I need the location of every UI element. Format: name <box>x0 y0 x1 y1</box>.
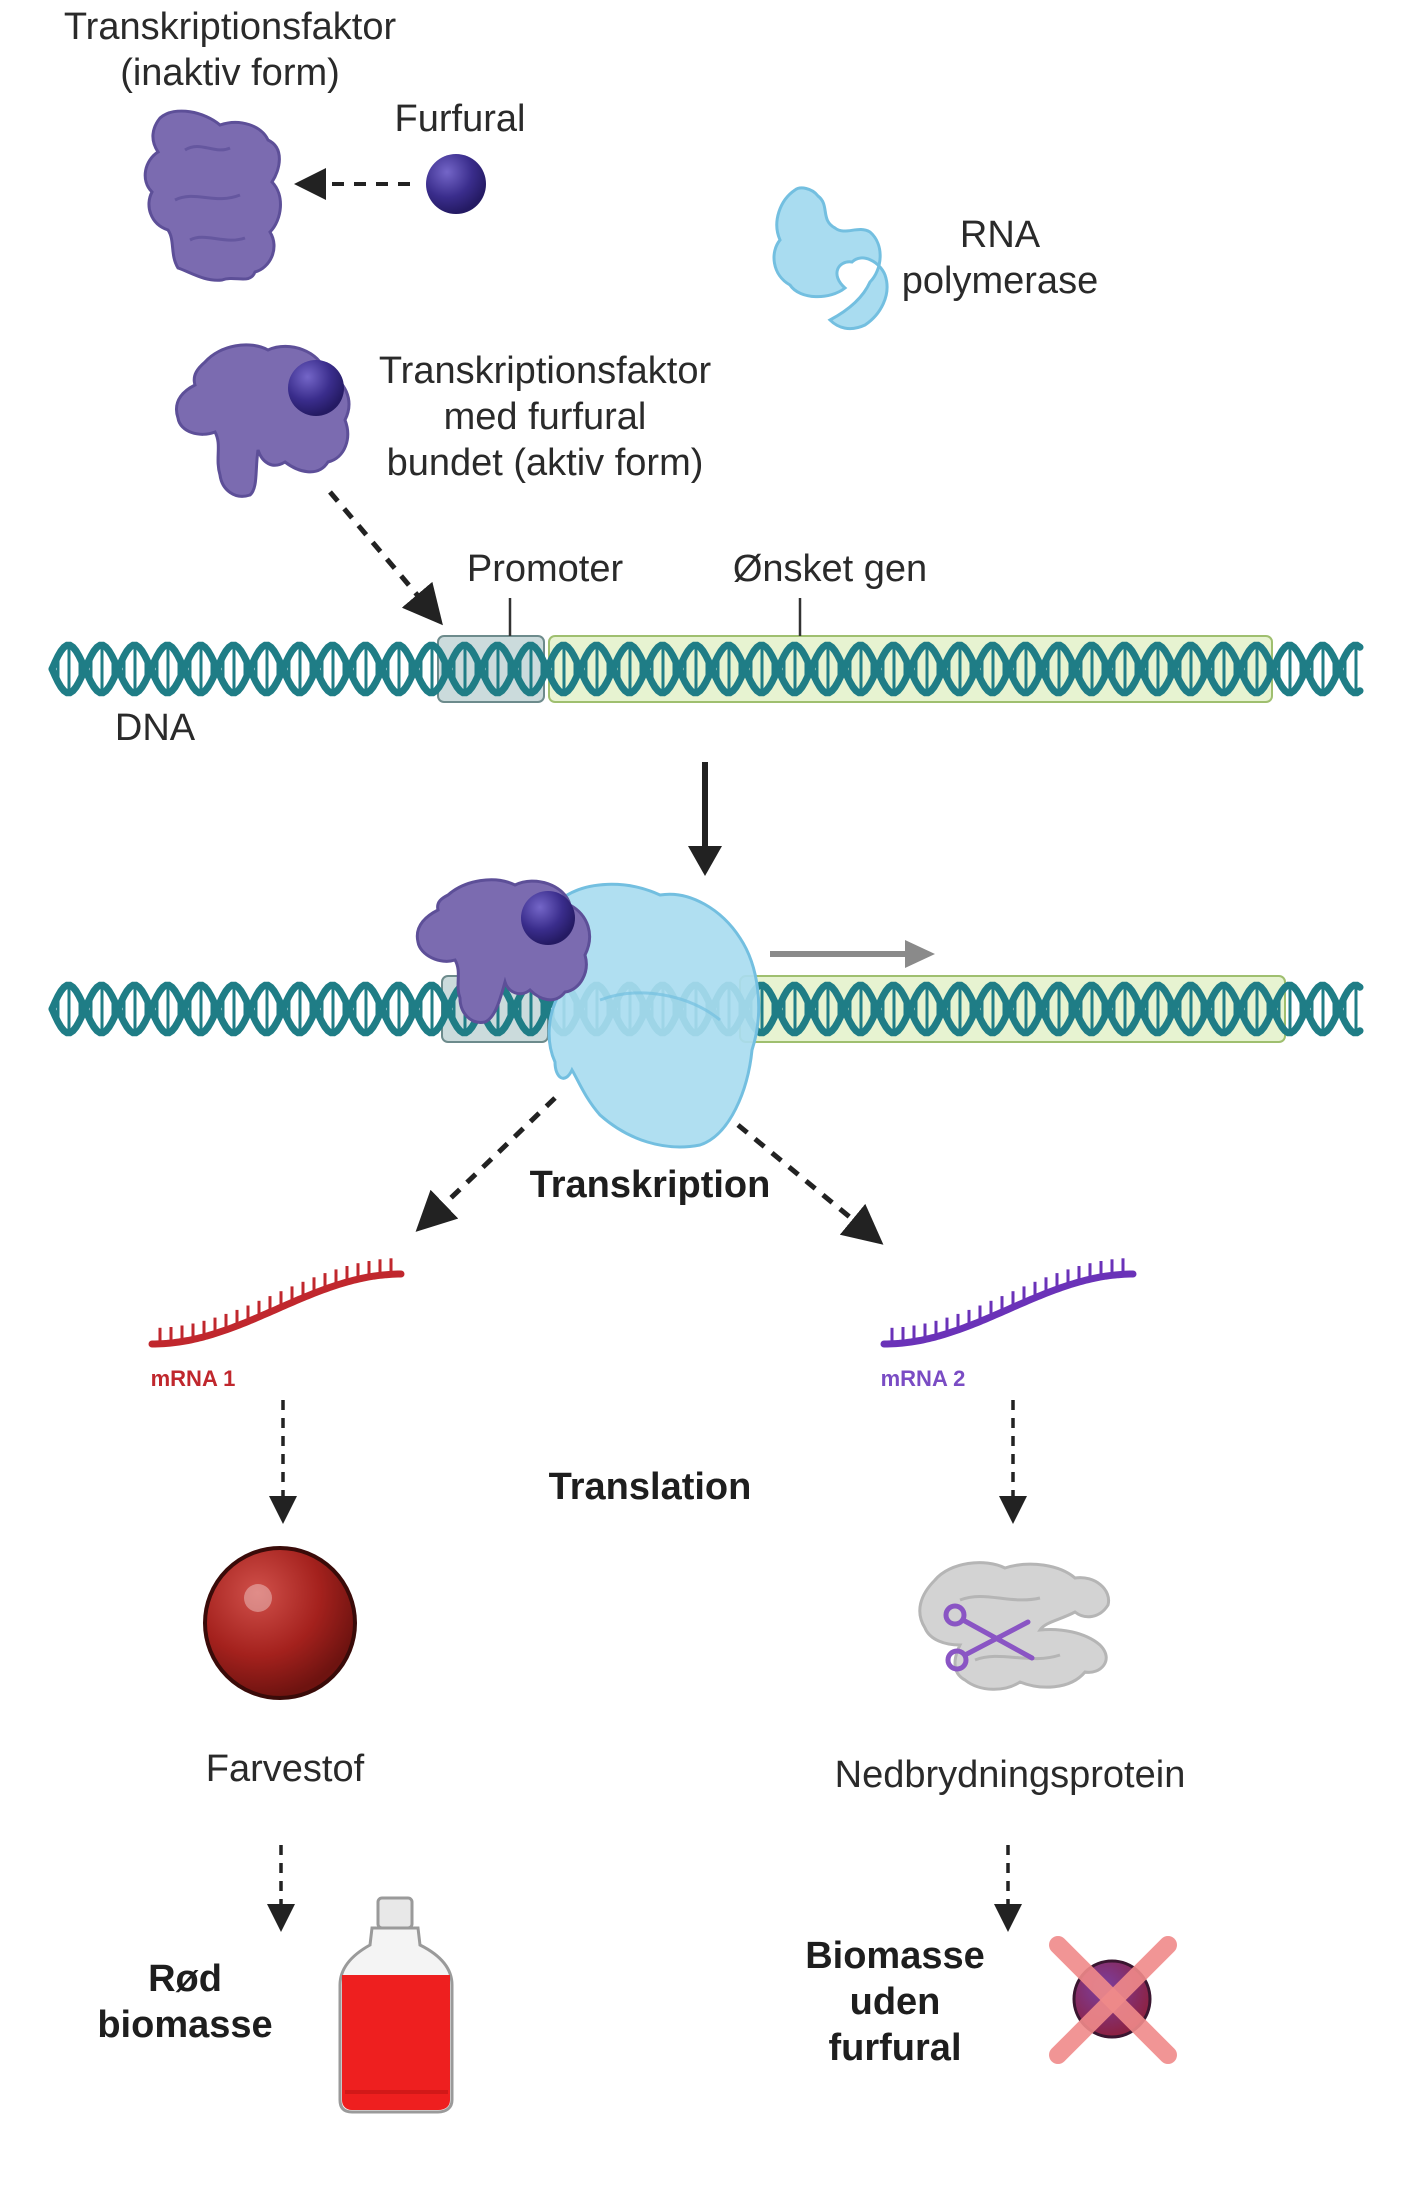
furfural-bound-icon-2 <box>521 891 575 945</box>
label-biomass-line1: Biomasse <box>805 1935 985 1977</box>
label-promoter: Promoter <box>466 548 624 590</box>
mrna2-strand-icon <box>880 1258 1137 1348</box>
label-rna-polymerase: RNA polymerase <box>880 212 1120 304</box>
mrna1-strand-icon <box>148 1258 405 1348</box>
label-tf-inactive-line1: Transkriptionsfaktor <box>63 6 397 48</box>
arrow-to-mrna2 <box>736 1123 884 1245</box>
flask-red-biomass-icon <box>338 1896 454 2114</box>
arrow-tf-to-promoter <box>328 490 443 626</box>
label-red-biomass-line1: Rød <box>148 1958 222 2000</box>
rna-polymerase-bound-icon <box>547 882 761 1149</box>
label-gene: Ønsket gen <box>732 548 928 590</box>
label-tf-inactive: Transkriptionsfaktor (inaktiv form) <box>30 4 430 96</box>
scissors-icon <box>943 1603 1035 1672</box>
label-tf-active: Transkriptionsfaktor med furfural bundet… <box>350 348 740 486</box>
label-biomass-no-furfural: Biomasse uden furfural <box>780 1933 1010 2071</box>
tf-active-icon <box>175 343 351 498</box>
label-dna: DNA <box>114 707 196 749</box>
label-transcription: Transkription <box>529 1164 771 1206</box>
label-degrader: Nedbrydningsprotein <box>834 1754 1186 1796</box>
label-tf-active-line2: med furfural <box>443 396 647 438</box>
dna-helix-top <box>48 641 1364 697</box>
label-tf-active-line3: bundet (aktiv form) <box>386 442 704 484</box>
label-dye: Farvestof <box>205 1748 365 1790</box>
dna-strand-b <box>48 641 1364 697</box>
label-mrna1: mRNA 1 <box>150 1366 236 1391</box>
furfural-removed-icon <box>1049 1936 1177 2064</box>
rna-polymerase-icon <box>772 186 889 331</box>
label-mrna2: mRNA 2 <box>880 1366 966 1391</box>
label-red-biomass: Rød biomasse <box>80 1956 290 2048</box>
dye-molecule-icon <box>203 1546 357 1700</box>
label-red-biomass-line2: biomasse <box>97 2004 273 2046</box>
degradation-protein-icon <box>918 1561 1111 1691</box>
arrow-to-mrna1 <box>415 1096 557 1232</box>
label-furfural: Furfural <box>394 98 526 140</box>
label-rna-line2: polymerase <box>901 260 1099 302</box>
mrna-backbone <box>880 1270 1137 1348</box>
transcription-direction-arrow-head <box>905 940 935 968</box>
tf-bound-icon <box>415 878 592 1024</box>
furfural-bound-icon <box>288 360 344 416</box>
mrna-backbone <box>148 1270 405 1348</box>
label-translation: Translation <box>548 1466 752 1508</box>
furfural-molecule-icon <box>426 154 486 214</box>
label-tf-inactive-line2: (inaktiv form) <box>120 52 340 94</box>
label-rna-line1: RNA <box>959 214 1041 256</box>
arrow-main-down-head <box>688 846 722 876</box>
label-biomass-line2: uden <box>849 1981 941 2023</box>
tf-inactive-icon <box>143 109 282 282</box>
label-biomass-line3: furfural <box>828 2027 962 2069</box>
label-tf-active-line1: Transkriptionsfaktor <box>378 350 712 392</box>
